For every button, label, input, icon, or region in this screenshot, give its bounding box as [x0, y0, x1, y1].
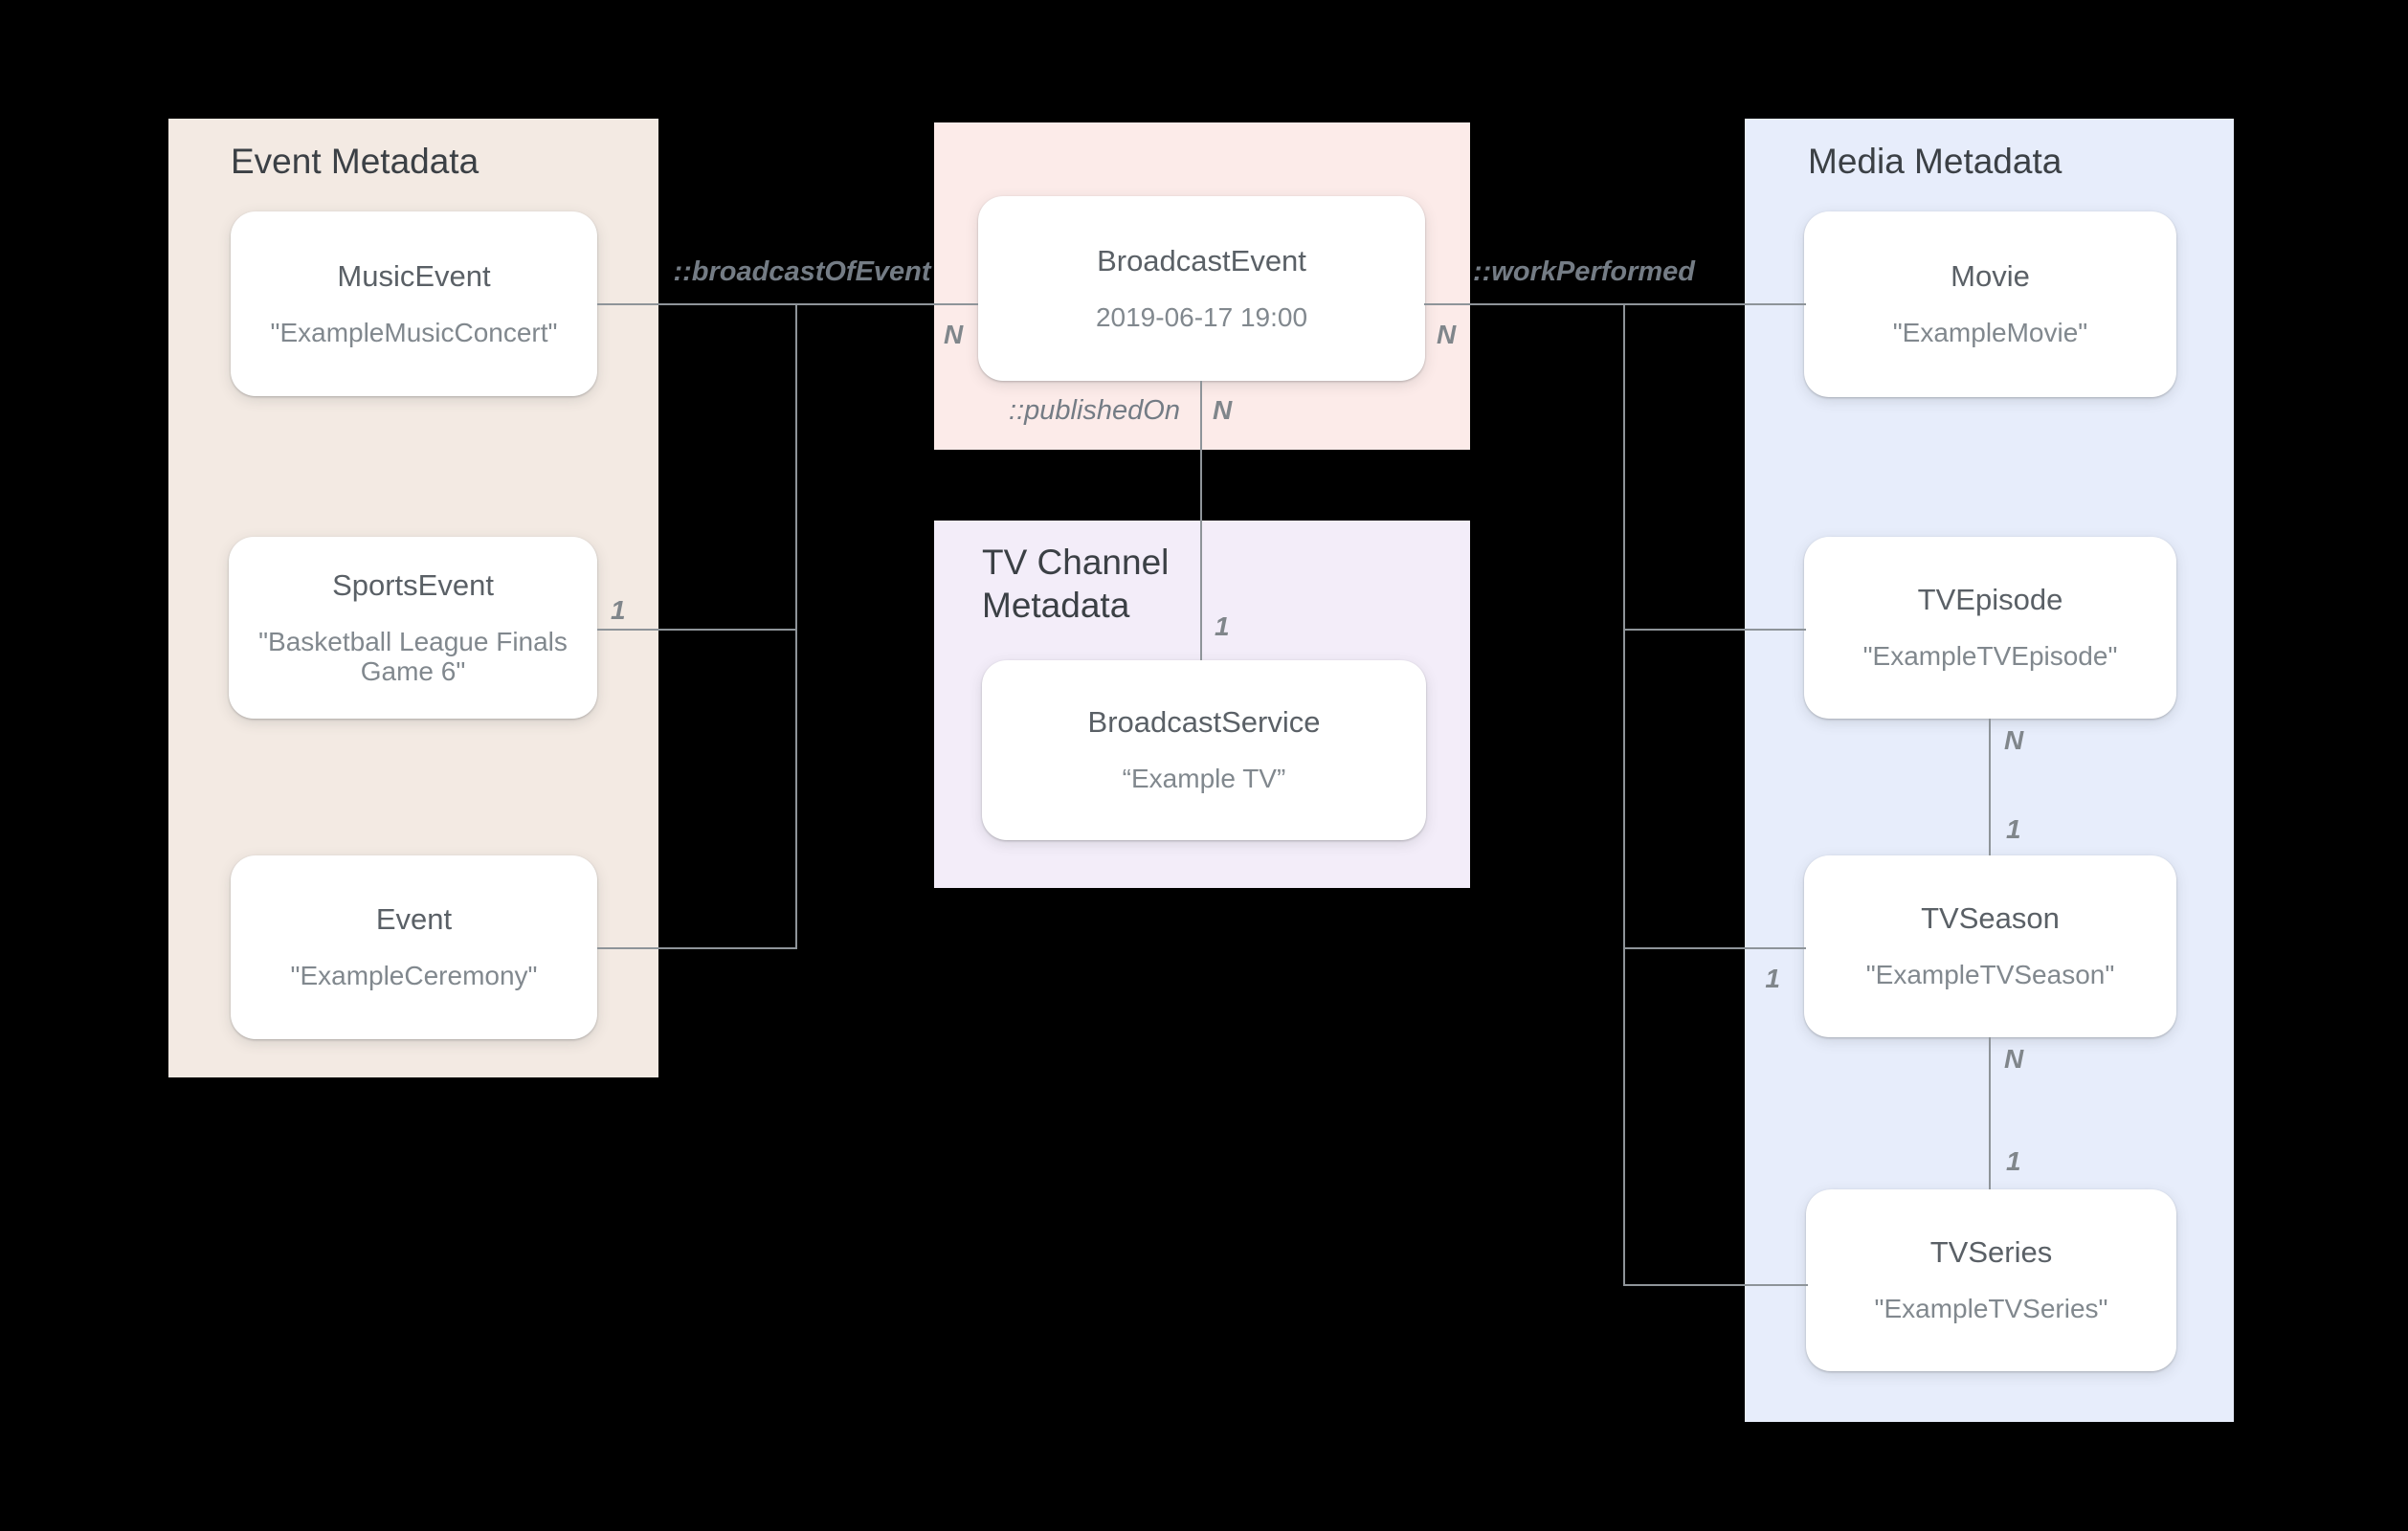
entity-card-tvepisode: TVEpisode "ExampleTVEpisode" [1804, 537, 2176, 719]
multiplicity-season-series-1: 1 [2006, 1146, 2021, 1176]
connector-episode-to-season [1989, 719, 1991, 855]
card-title: SportsEvent [332, 567, 494, 602]
multiplicity-episode-season-n: N [2004, 725, 2024, 755]
multiplicity-tvseason-1: 1 [1765, 964, 1780, 993]
connector-season-to-series [1989, 1037, 1991, 1189]
card-value: 2019-06-17 19:00 [1095, 301, 1308, 332]
connector-event-trunk [795, 303, 797, 949]
panel-title-event-metadata: Event Metadata [231, 142, 479, 181]
relation-label-workperformed: ::workPerformed [1472, 256, 1696, 287]
entity-card-tvseries: TVSeries "ExampleTVSeries" [1806, 1189, 2176, 1371]
card-value: "ExampleTVSeries" [1874, 1294, 2108, 1324]
entity-card-musicevent: MusicEvent "ExampleMusicConcert" [231, 211, 597, 396]
card-value: "ExampleCeremony" [290, 961, 538, 991]
connector-tvepisode-branch [1624, 629, 1806, 631]
card-title: Movie [1951, 259, 2030, 294]
multiplicity-publishedon-n: N [1213, 395, 1233, 425]
multiplicity-broadcastservice-1: 1 [1215, 611, 1230, 641]
multiplicity-season-series-n: N [2004, 1044, 2024, 1074]
card-title: TVSeries [1929, 1235, 2053, 1270]
card-title: TVSeason [1921, 901, 2060, 936]
connector-tvseason-branch [1624, 947, 1806, 949]
multiplicity-sportsevent-1: 1 [611, 595, 626, 625]
multiplicity-broadcastevent-right: N [1437, 320, 1457, 349]
multiplicity-broadcastevent-left: N [944, 320, 964, 349]
card-title: BroadcastEvent [1097, 243, 1306, 277]
panel-title-media-metadata: Media Metadata [1808, 142, 2062, 181]
card-value: "ExampleTVEpisode" [1862, 641, 2118, 672]
card-value: "Basketball League Finals Game 6" [258, 626, 568, 687]
card-title: Event [375, 902, 453, 937]
entity-card-sportsevent: SportsEvent "Basketball League Finals Ga… [229, 537, 597, 719]
card-title: BroadcastService [1087, 705, 1321, 740]
entity-card-tvseason: TVSeason "ExampleTVSeason" [1804, 855, 2176, 1037]
connector-publishedon [1200, 381, 1202, 660]
card-value: “Example TV” [1122, 764, 1286, 794]
entity-card-event: Event "ExampleCeremony" [231, 855, 597, 1039]
card-title: TVEpisode [1917, 583, 2063, 617]
entity-card-movie: Movie "ExampleMovie" [1804, 211, 2176, 397]
connector-media-trunk [1623, 303, 1625, 1286]
panel-event-metadata: Event Metadata MusicEvent "ExampleMusicC… [168, 119, 658, 1077]
panel-tv-channel-metadata: TV Channel Metadata BroadcastService “Ex… [934, 521, 1470, 888]
card-value: "ExampleTVSeason" [1865, 960, 2115, 990]
entity-card-broadcastservice: BroadcastService “Example TV” [982, 660, 1426, 840]
relation-label-broadcastofevent: ::broadcastOfEvent [673, 256, 931, 287]
connector-workperformed [1424, 303, 1806, 305]
relation-label-publishedon: ::publishedOn [1009, 395, 1180, 426]
card-value: "ExampleMovie" [1892, 318, 2088, 348]
connector-event-branch [597, 947, 796, 949]
connector-broadcastofevent [597, 303, 978, 305]
panel-broadcast-event: BroadcastEvent 2019-06-17 19:00 [934, 122, 1470, 450]
card-value: "ExampleMusicConcert" [270, 317, 558, 347]
entity-card-broadcastevent: BroadcastEvent 2019-06-17 19:00 [978, 196, 1425, 381]
card-title: MusicEvent [337, 258, 491, 293]
panel-title-tv-channel-metadata: TV Channel Metadata [982, 543, 1170, 626]
connector-sportsevent-branch [597, 629, 796, 631]
connector-tvseries-branch [1624, 1284, 1808, 1286]
multiplicity-episode-season-1: 1 [2006, 814, 2021, 844]
